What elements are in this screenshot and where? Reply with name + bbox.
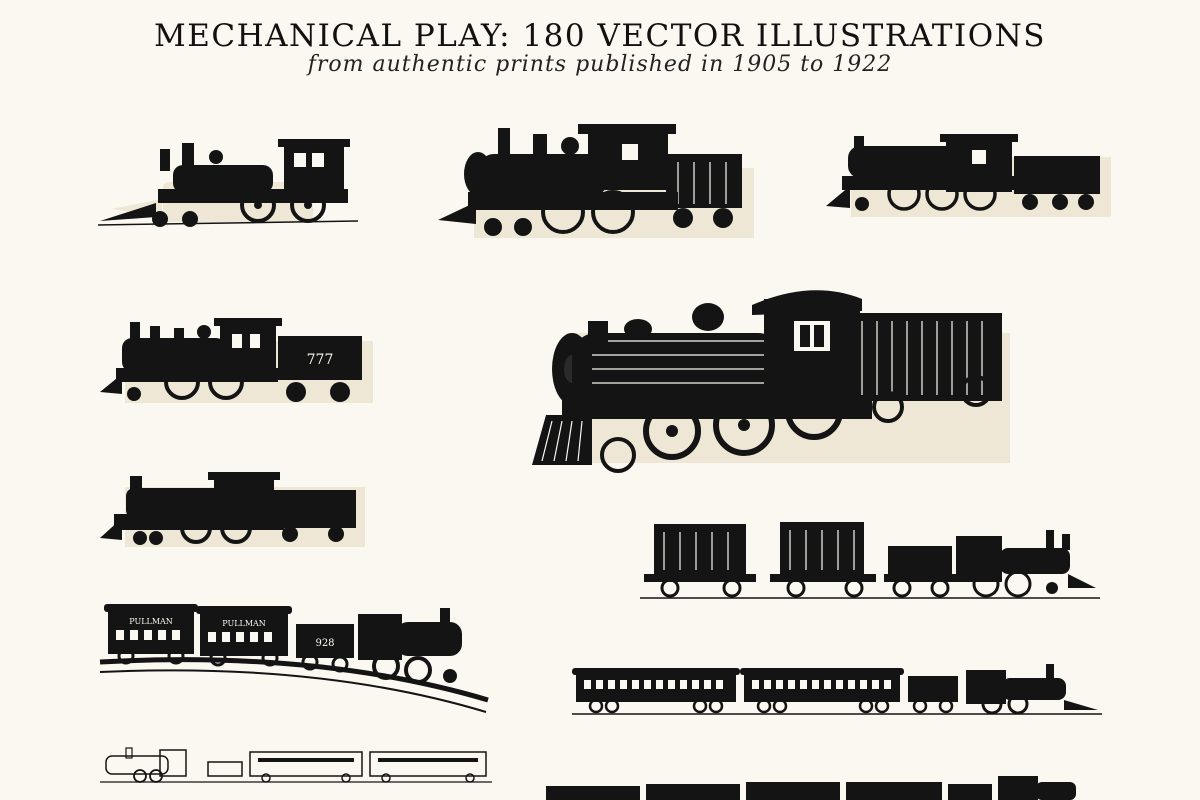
pullman-locomotive bbox=[358, 608, 462, 684]
freight-car-1 bbox=[644, 524, 756, 598]
page-subtitle: from authentic prints published in 1905 … bbox=[307, 52, 893, 77]
locomotive-illustration-2 bbox=[438, 124, 754, 238]
train-illustration-8: PULLMAN PULLMAN 928 bbox=[99, 604, 489, 713]
pullman-car-label-2: PULLMAN bbox=[222, 619, 266, 628]
train-illustration-7 bbox=[640, 522, 1100, 599]
coach-tender bbox=[908, 676, 958, 714]
freight-locomotive bbox=[956, 530, 1096, 598]
locomotive-illustration-5 bbox=[532, 290, 1010, 473]
page-title: MECHANICAL PLAY: 180 VECTOR ILLUSTRATION… bbox=[154, 18, 1046, 54]
pullman-car-2: PULLMAN bbox=[196, 606, 292, 667]
pullman-car-label-1: PULLMAN bbox=[129, 617, 173, 626]
train-illustration-10 bbox=[100, 747, 492, 783]
pullman-tender: 928 bbox=[296, 624, 354, 673]
coach-locomotive bbox=[966, 664, 1098, 715]
locomotive-illustration-6 bbox=[100, 472, 365, 547]
coach-2 bbox=[740, 668, 904, 714]
tender-number-label: 777 bbox=[307, 352, 334, 368]
coach-1 bbox=[572, 668, 740, 714]
freight-car-2 bbox=[770, 522, 876, 598]
train-illustration-9 bbox=[572, 664, 1102, 715]
locomotive-illustration-4: 777 bbox=[100, 318, 373, 403]
pullman-car-1: PULLMAN bbox=[104, 604, 198, 665]
freight-car-3 bbox=[884, 546, 956, 598]
locomotive-illustration-3 bbox=[826, 134, 1111, 217]
train-illustration-11 bbox=[546, 776, 1076, 800]
tender-number-label-928: 928 bbox=[315, 638, 334, 649]
locomotive-illustration-1 bbox=[97, 139, 359, 227]
